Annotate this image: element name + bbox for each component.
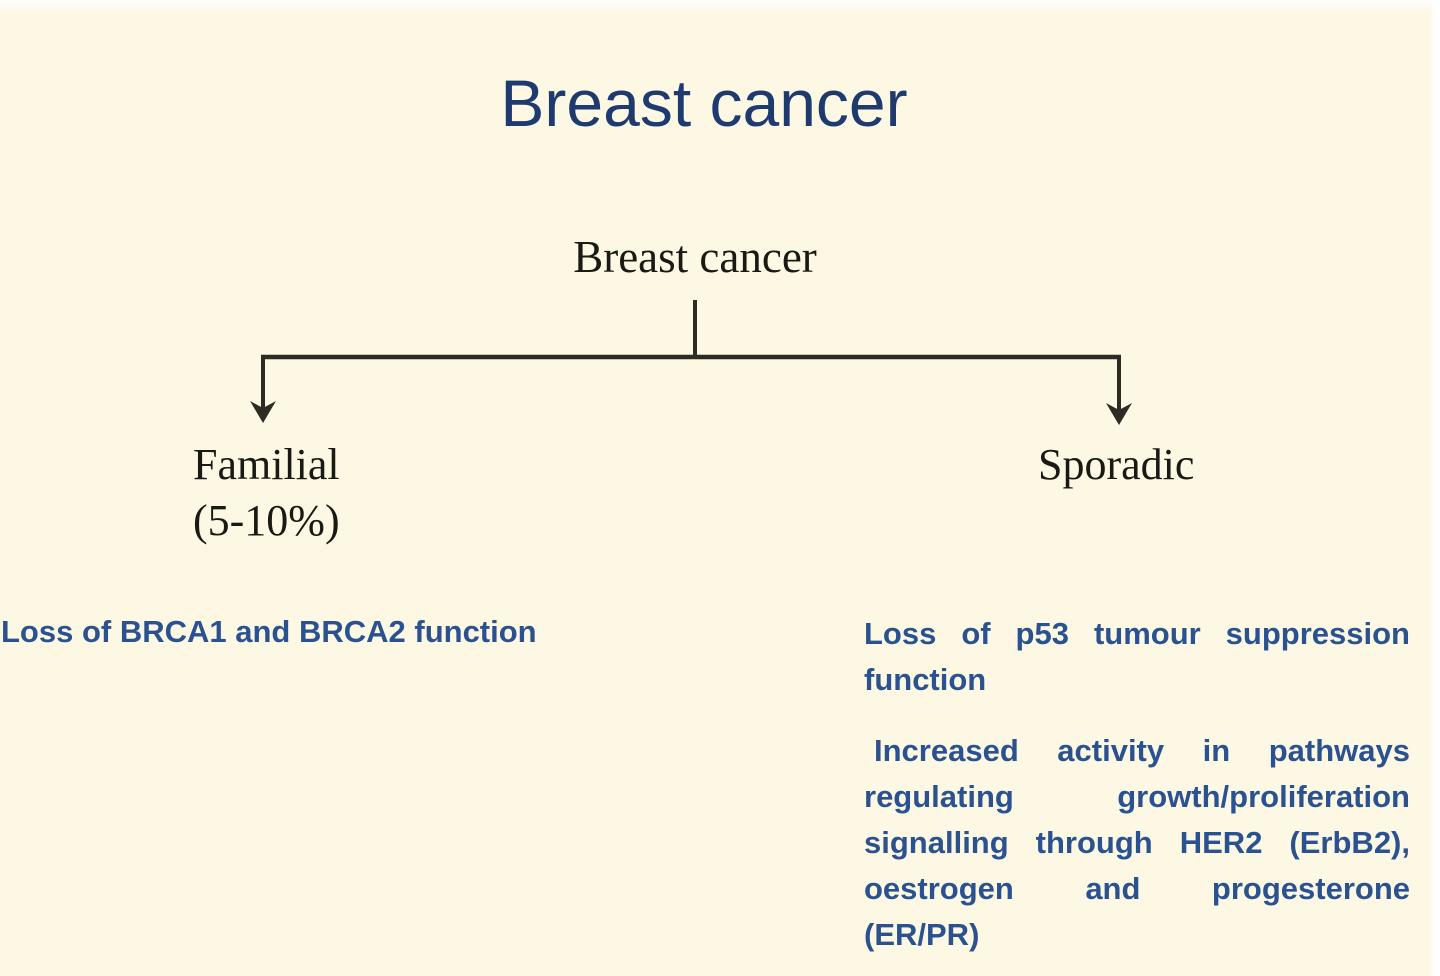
- p53-paragraph: Loss of p53 tumour suppression function: [864, 611, 1410, 703]
- text-line: Loss of p53 tumour suppression: [864, 616, 1410, 651]
- familial-branch-label: Familial (5-10%): [193, 437, 340, 549]
- text-line: signalling through HER2 (ErbB2),: [864, 825, 1410, 860]
- text-line: (ER/PR): [864, 917, 980, 952]
- text-line: regulating growth/proliferation: [864, 779, 1410, 814]
- familial-label: Familial: [193, 440, 340, 489]
- top-edge-highlight: [0, 0, 1440, 14]
- right-edge-gutter: [1431, 0, 1440, 976]
- slide-title: Breast cancer: [500, 66, 908, 140]
- left-down-arrow-icon: [250, 401, 276, 423]
- familial-percentage: (5-10%): [193, 496, 340, 545]
- pathways-paragraph: Increased activity in pathways regulatin…: [864, 728, 1410, 958]
- text-line: oestrogen and progesterone: [864, 871, 1410, 906]
- sporadic-branch-label: Sporadic: [1038, 440, 1195, 489]
- right-down-arrow-icon: [1106, 403, 1132, 425]
- text-line: Increased activity in pathways: [874, 733, 1410, 768]
- tree-root-label: Breast cancer: [573, 232, 817, 282]
- familial-description-text: Loss of BRCA1 and BRCA2 function: [1, 614, 537, 649]
- sporadic-description-column: Loss of p53 tumour suppression function …: [864, 611, 1410, 958]
- text-line: function: [864, 662, 987, 697]
